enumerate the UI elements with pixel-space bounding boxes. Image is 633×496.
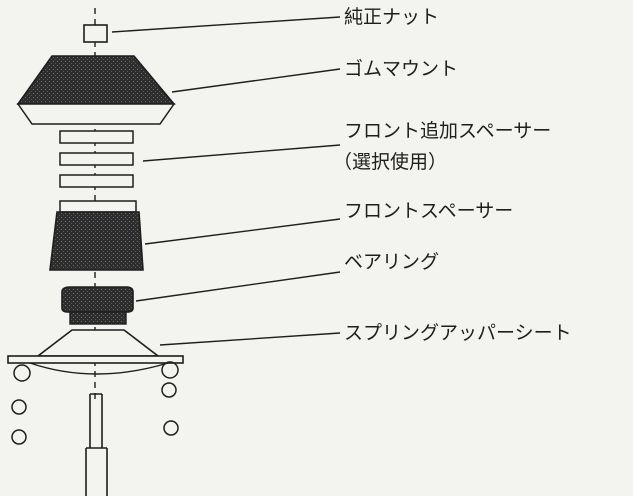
coil-right-3 (163, 420, 179, 436)
rubber-mount-base (16, 103, 176, 125)
label-rubber-mount: ゴムマウント (344, 58, 459, 80)
extra-spacer-3 (59, 174, 134, 188)
extra-spacer-1 (59, 130, 134, 144)
label-bearing: ベアリング (344, 251, 440, 273)
bearing-lower (69, 311, 127, 325)
rubber-mount-part (16, 55, 176, 105)
leader-spring-seat (159, 332, 341, 346)
label-front-spacer: フロントスペーサー (344, 200, 514, 222)
coil-right-2 (161, 382, 177, 398)
spring-seat-under (29, 362, 169, 375)
front-spacer-top (59, 200, 137, 213)
spring-seat-cone (35, 329, 161, 357)
label-nut: 純正ナット (344, 6, 440, 28)
bearing-part (61, 286, 134, 313)
leader-extra-spacer (142, 144, 341, 162)
coil-left-1 (13, 364, 31, 382)
label-front-extra-spacer-note: （選択使用） (333, 151, 448, 173)
shock-rod (89, 393, 103, 448)
label-front-extra-spacer: フロント追加スペーサー (344, 120, 552, 142)
front-spacer-part (49, 211, 144, 271)
leader-front-spacer (144, 218, 341, 245)
extra-spacer-2 (59, 152, 134, 166)
spring-seat-plate (7, 355, 184, 364)
leader-nut (111, 16, 341, 33)
leader-bearing (135, 271, 341, 302)
coil-left-2 (11, 399, 27, 415)
leader-rubber-mount (171, 68, 341, 93)
label-spring-upper-seat: スプリングアッパーシート (344, 322, 572, 344)
coil-left-3 (11, 429, 27, 445)
shock-body (85, 447, 108, 496)
nut-part (83, 24, 108, 43)
coil-right-1 (161, 361, 179, 379)
